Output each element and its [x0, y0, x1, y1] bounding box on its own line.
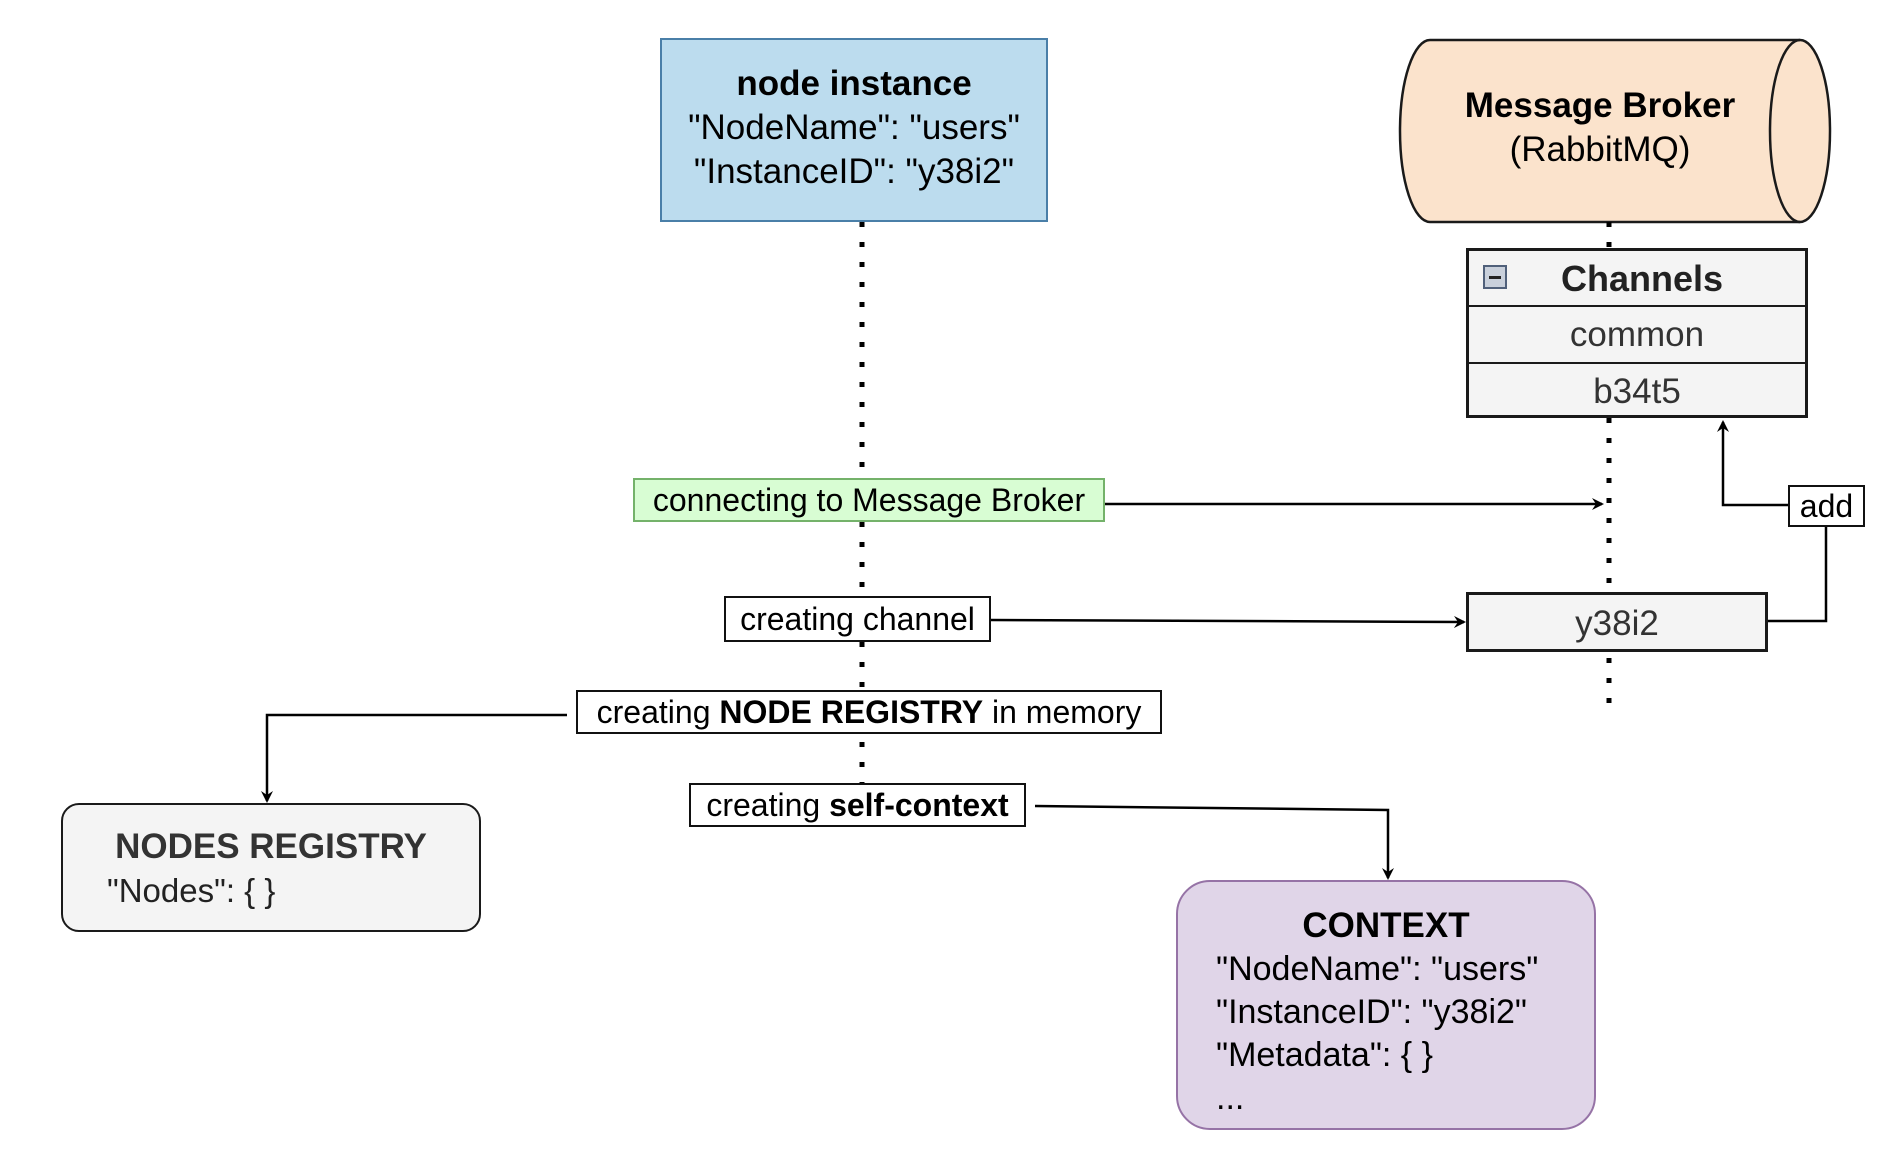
context-line-instanceid: "InstanceID": "y38i2" [1216, 993, 1527, 1031]
registry-arrow [261, 713, 567, 803]
channels-header: Channels [1469, 251, 1805, 307]
collapse-icon[interactable] [1483, 265, 1507, 289]
add-arrow-up [1717, 420, 1788, 507]
new-channel-y38i2: y38i2 [1466, 592, 1768, 652]
message-broker-subtitle: (RabbitMQ) [1509, 130, 1691, 169]
step-context-bold: self-context [829, 787, 1009, 823]
node-instance-line-instanceid: "InstanceID": "y38i2" [693, 152, 1015, 191]
node-instance-line-nodename: "NodeName": "users" [688, 108, 1020, 147]
nodes-registry-content: "Nodes": { } [107, 872, 276, 909]
step-registry-bold: NODE REGISTRY [719, 694, 984, 730]
message-broker-label: Message Broker (RabbitMQ) [1420, 84, 1780, 184]
message-broker-cylinder [1398, 38, 1832, 224]
create-channel-arrow [990, 615, 1466, 628]
message-broker-title: Message Broker [1464, 86, 1736, 125]
step-registry-post: in memory [983, 694, 1142, 730]
nodes-registry-box: NODES REGISTRY "Nodes": { } [61, 803, 481, 932]
context-box: CONTEXT "NodeName": "users" "InstanceID"… [1176, 880, 1596, 1130]
channel-row-b34t5: b34t5 [1593, 372, 1681, 411]
step-create-registry-label: creating NODE REGISTRY in memory [576, 690, 1162, 734]
step-create-context-label: creating self-context [689, 783, 1026, 827]
step-registry-pre: creating [596, 694, 720, 730]
step-context-pre: creating [706, 787, 830, 823]
context-title: CONTEXT [1302, 906, 1470, 945]
context-line-nodename: "NodeName": "users" [1216, 950, 1539, 988]
add-arrow [1768, 527, 1828, 623]
channel-row-common: common [1469, 307, 1805, 364]
channels-header-label: Channels [1560, 258, 1724, 299]
node-instance-title: node instance [736, 64, 972, 103]
step-connect-label: connecting to Message Broker [633, 478, 1105, 522]
add-label: add [1788, 485, 1865, 527]
step-create-channel-label: creating channel [724, 596, 991, 642]
channels-table: Channels common b34t5 [1466, 248, 1808, 418]
context-line-ellipsis: ... [1216, 1079, 1245, 1117]
context-arrow [1034, 804, 1394, 880]
context-line-metadata: "Metadata": { } [1216, 1036, 1433, 1074]
node-instance-box: node instance "NodeName": "users" "Insta… [660, 38, 1048, 222]
nodes-registry-title: NODES REGISTRY [115, 827, 427, 866]
